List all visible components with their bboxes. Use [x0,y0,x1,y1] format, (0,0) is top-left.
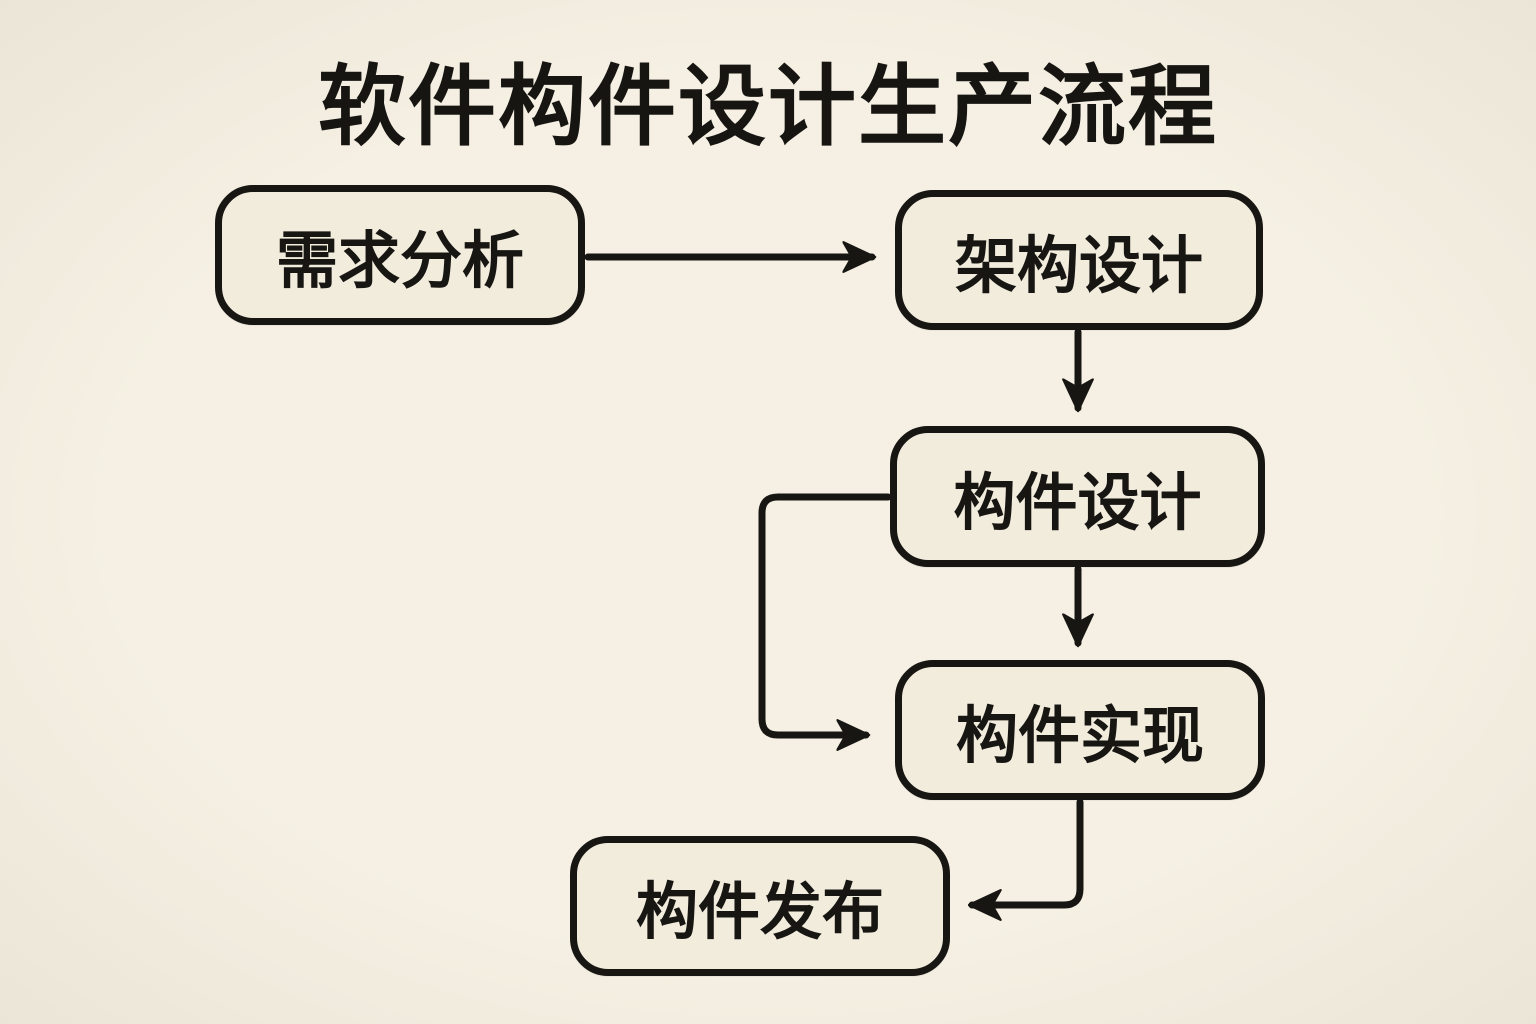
node-component-implementation-label: 构件实现 [955,702,1204,771]
node-requirements-analysis: 需求分析 [215,185,585,325]
node-requirements-analysis-label: 需求分析 [275,227,524,296]
node-component-implementation: 构件实现 [895,660,1265,800]
node-architecture-design: 架构设计 [895,190,1263,330]
diagram-title: 软件构件设计生产流程 [317,57,1218,156]
node-component-design: 构件设计 [890,426,1265,567]
node-component-release-label: 构件发布 [635,878,884,947]
node-component-release: 构件发布 [570,836,950,976]
node-architecture-design-label: 架构设计 [954,232,1203,301]
edge-design-to-implementation-loop [758,493,892,751]
edge-implementation-to-release [967,798,1084,921]
node-component-design-label: 构件设计 [953,468,1202,538]
